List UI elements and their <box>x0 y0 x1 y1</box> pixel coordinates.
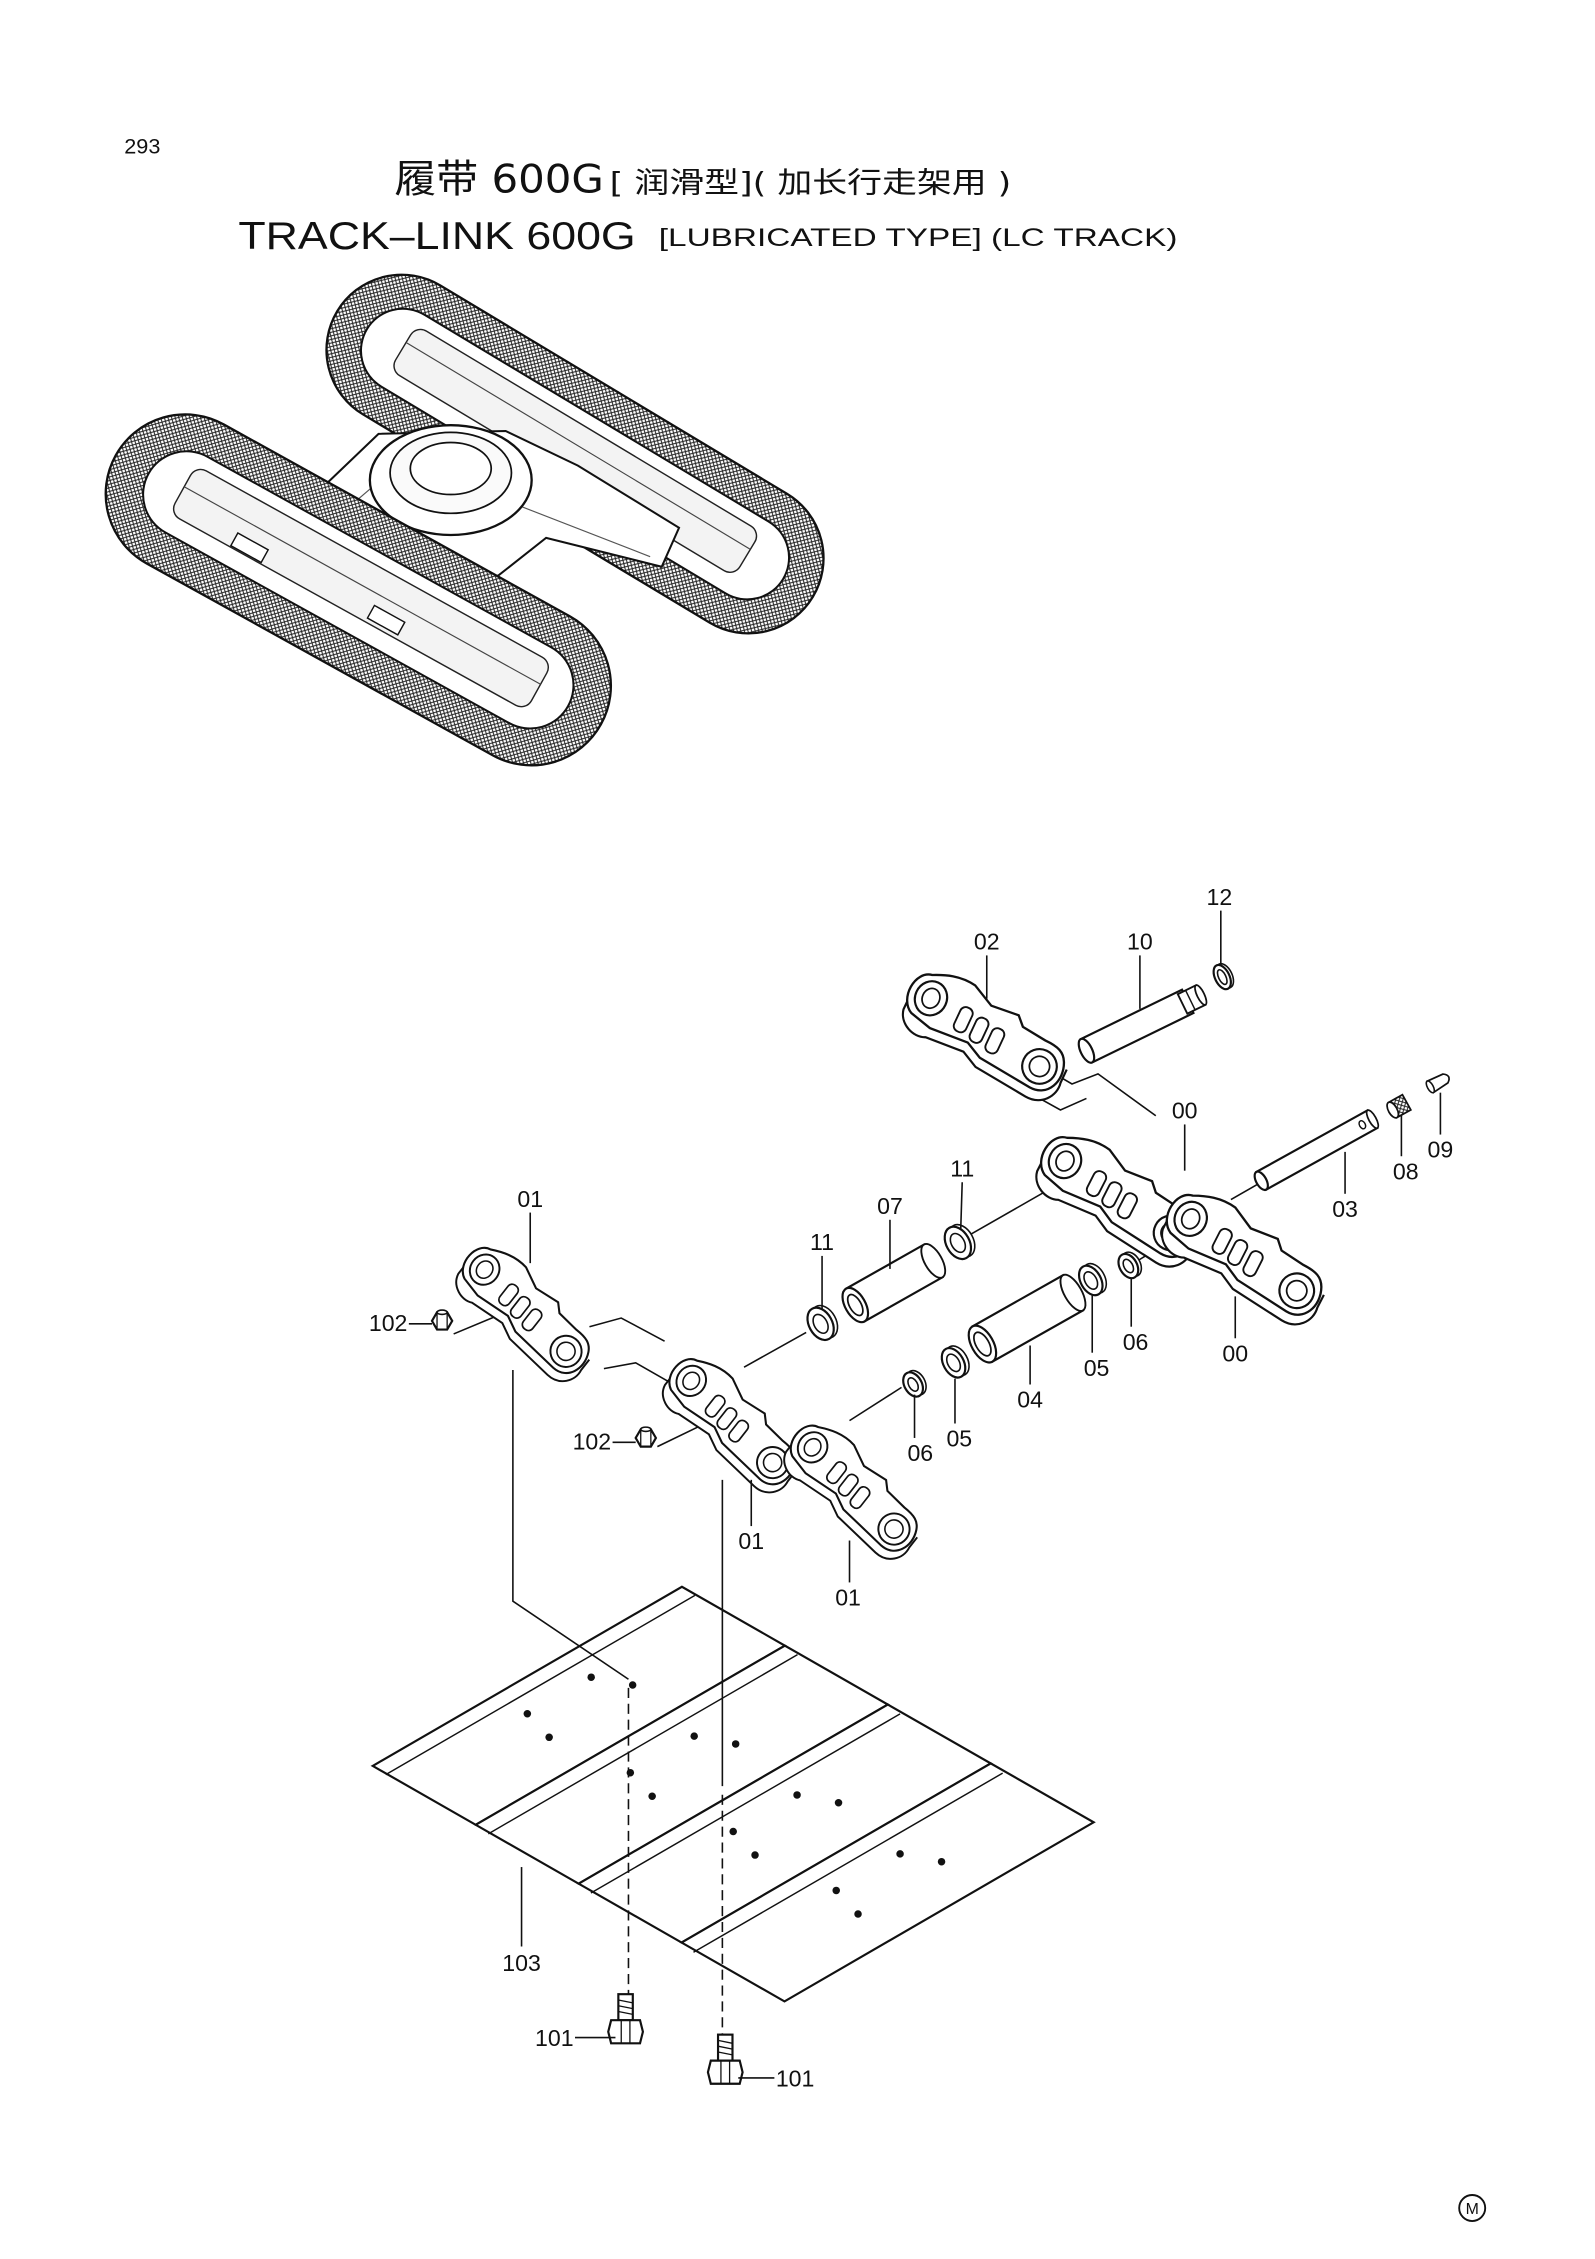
callout-label: 04 <box>1017 1387 1043 1413</box>
callout-label: 103 <box>502 1950 541 1976</box>
callout-label: 101 <box>535 2025 574 2051</box>
callout-label: 11 <box>810 1229 834 1255</box>
track-shoe <box>679 1762 1096 2003</box>
ring-06-lower <box>902 1369 927 1398</box>
callout-07: 07 <box>877 1193 903 1269</box>
nut-102-lower <box>634 1426 658 1448</box>
ring-06-right <box>1117 1251 1143 1280</box>
callout-label: 00 <box>1222 1340 1248 1366</box>
callout-label: 02 <box>974 929 1000 955</box>
track-link-01-upper <box>439 1233 612 1391</box>
callout-103: 103 <box>502 1867 541 1976</box>
side-frame-cover <box>366 604 406 636</box>
mark-letter: M <box>1466 2201 1479 2218</box>
callout-11-right: 11 <box>950 1155 974 1229</box>
track-link-01-middle-b <box>767 1411 940 1569</box>
side-frame-cover <box>229 532 270 564</box>
callout-label: 09 <box>1428 1137 1454 1163</box>
callout-03: 03 <box>1332 1151 1358 1222</box>
callout-label: 01 <box>738 1528 764 1554</box>
bushing-04 <box>967 1273 1087 1364</box>
callout-label: 01 <box>517 1186 543 1212</box>
callout-00-upper: 00 <box>1172 1098 1198 1171</box>
title-en-main: TRACK–LINK 600G <box>238 215 635 258</box>
callout-102-lower: 102 <box>573 1429 636 1455</box>
callout-01-middle-a: 01 <box>738 1479 764 1554</box>
callout-101-right: 101 <box>738 2066 814 2092</box>
callout-00-lower: 00 <box>1222 1296 1248 1366</box>
circled-m-mark: M <box>1458 2194 1487 2222</box>
callout-06-lower: 06 <box>907 1394 933 1466</box>
callout-05-right: 05 <box>1084 1294 1110 1381</box>
right-track <box>325 273 825 635</box>
callout-label: 05 <box>946 1426 972 1452</box>
part-09 <box>1425 1073 1450 1094</box>
ring-05-lower <box>940 1345 970 1379</box>
callout-label: 11 <box>950 1155 974 1181</box>
callout-label: 03 <box>1332 1196 1358 1222</box>
bolt-101-right <box>706 2033 744 2085</box>
undercarriage-illustration <box>104 273 825 767</box>
callout-08: 08 <box>1393 1114 1419 1184</box>
fastening-lines <box>512 1370 724 2035</box>
callout-label: 08 <box>1393 1158 1419 1184</box>
callout-10: 10 <box>1127 929 1153 1009</box>
left-track <box>104 413 613 767</box>
callout-label: 05 <box>1084 1355 1110 1381</box>
shoe-bolt-holes <box>523 1673 946 1918</box>
callout-label: 102 <box>369 1310 408 1336</box>
callout-102-upper: 102 <box>369 1310 432 1336</box>
title-en-sub: [LUBRICATED TYPE] (LC TRACK) <box>659 225 1178 252</box>
callout-11-left: 11 <box>810 1229 834 1310</box>
callout-label: 00 <box>1172 1098 1198 1124</box>
bolt-101-left <box>607 1993 645 2045</box>
track-shoes <box>370 1585 1096 2003</box>
callout-label: 06 <box>1123 1329 1149 1355</box>
callout-01-middle-b: 01 <box>835 1540 861 1611</box>
title-cn-main: 履带 600G <box>394 158 603 203</box>
callout-label: 06 <box>907 1440 933 1466</box>
swing-bearing-ring <box>368 424 533 537</box>
callout-06-right: 06 <box>1123 1277 1149 1355</box>
callout-01-upper: 01 <box>517 1186 543 1264</box>
callout-label: 01 <box>835 1585 861 1611</box>
callout-label: 07 <box>877 1193 903 1219</box>
callout-101-left: 101 <box>535 2025 616 2051</box>
callout-label: 10 <box>1127 929 1153 955</box>
ring-05-right <box>1077 1262 1108 1297</box>
callout-label: 101 <box>776 2066 815 2092</box>
ring-11-right <box>943 1223 976 1261</box>
callout-label: 102 <box>573 1429 612 1455</box>
callout-04: 04 <box>1017 1345 1043 1413</box>
track-link-00-outer <box>1146 1179 1343 1334</box>
callout-02: 02 <box>974 929 1000 999</box>
pin-03 <box>1253 1108 1380 1192</box>
part-08 <box>1386 1093 1413 1119</box>
callout-label: 12 <box>1207 884 1233 910</box>
ring-11-left <box>806 1304 839 1342</box>
bushing-07 <box>841 1243 947 1324</box>
callouts: 12 02 10 00 11 07 09 08 03 01 11 06 05 0… <box>369 884 1453 2092</box>
title-cn-sub: [ 润滑型]( 加长行走架用 ) <box>610 166 1012 200</box>
callout-09: 09 <box>1428 1092 1454 1163</box>
ring-12 <box>1212 962 1235 991</box>
pin-10 <box>1077 984 1208 1064</box>
callout-12: 12 <box>1207 884 1233 966</box>
callout-05-lower: 05 <box>946 1378 972 1452</box>
nut-102-upper <box>430 1309 454 1331</box>
page-number: 293 <box>124 134 160 159</box>
